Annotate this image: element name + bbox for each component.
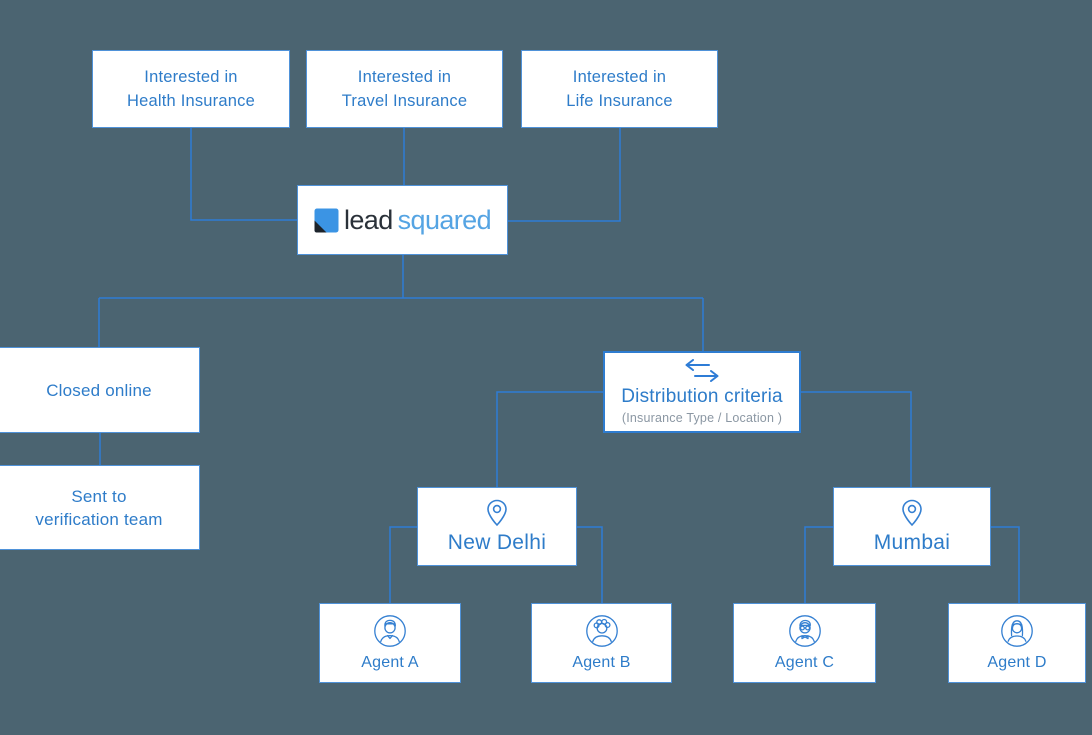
node-label: Sent to	[71, 486, 127, 506]
node-agent-a: Agent A	[319, 603, 461, 683]
node-closed-online: Closed online	[0, 347, 200, 433]
logo-word-lead: lead	[343, 204, 393, 235]
connector-dist-to-newdelhi	[496, 391, 603, 488]
node-new-delhi: New Delhi	[417, 487, 577, 566]
connector-life-to-logo	[507, 128, 621, 222]
connector-newdelhi-to-agent-b	[577, 526, 603, 604]
node-label: Interested in	[144, 68, 238, 86]
node-label: Mumbai	[873, 530, 951, 554]
connector-mumbai-to-agent-c	[804, 526, 833, 604]
node-label: Distribution criteria	[621, 386, 783, 407]
node-label: Interested in	[357, 68, 452, 86]
node-label: Agent B	[572, 654, 631, 671]
node-label: Health Insurance	[127, 92, 255, 110]
node-label: Closed online	[46, 380, 152, 400]
node-distribution-criteria: Distribution criteria (Insurance Type / …	[603, 351, 801, 433]
node-label: Travel Insurance	[341, 92, 468, 110]
female-curly-avatar-icon	[585, 614, 619, 648]
node-label: verification team	[35, 509, 163, 529]
connector-dist-to-mumbai	[801, 391, 912, 488]
node-sublabel: (Insurance Type / Location )	[621, 411, 783, 425]
node-mumbai: Mumbai	[833, 487, 991, 566]
node-sent-to-verification-team: Sent to verification team	[0, 465, 200, 550]
node-label: Life Insurance	[566, 92, 673, 110]
female-longhair-avatar-icon	[1000, 614, 1034, 648]
swap-arrows-icon	[682, 359, 722, 382]
male-glasses-avatar-icon	[788, 614, 822, 648]
node-agent-b: Agent B	[531, 603, 672, 683]
node-interested-life-insurance: Interested in Life Insurance	[521, 50, 718, 128]
logo-word-squared: squared	[397, 204, 492, 235]
connector-health-to-logo	[190, 128, 298, 221]
node-label: Interested in	[572, 68, 667, 86]
node-label: Agent A	[361, 654, 419, 671]
location-pin-icon	[900, 499, 924, 527]
node-agent-c: Agent C	[733, 603, 876, 683]
connector-mumbai-to-agent-d	[991, 526, 1020, 604]
node-label: Agent C	[774, 654, 835, 671]
node-label: Agent D	[987, 654, 1047, 671]
node-interested-health-insurance: Interested in Health Insurance	[92, 50, 290, 128]
location-pin-icon	[485, 499, 509, 527]
node-label: New Delhi	[447, 530, 547, 554]
leadsquared-logo-icon	[314, 208, 339, 233]
node-interested-travel-insurance: Interested in Travel Insurance	[306, 50, 503, 128]
connector-newdelhi-to-agent-a	[389, 526, 417, 604]
node-agent-d: Agent D	[948, 603, 1086, 683]
male-avatar-icon	[373, 614, 407, 648]
